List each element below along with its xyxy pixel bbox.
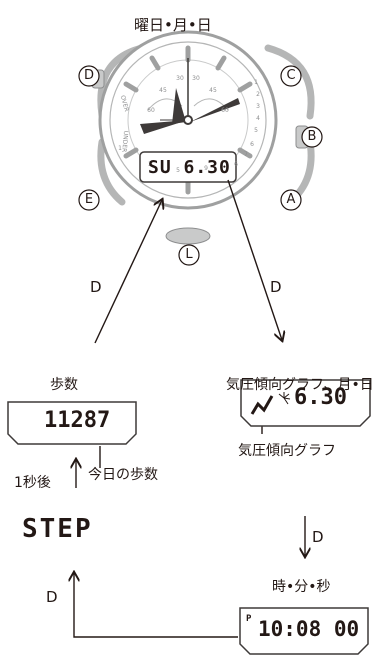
baro-screen-frame xyxy=(240,379,371,427)
bumper-bottom-left xyxy=(97,138,126,206)
button-l-label: L xyxy=(185,247,193,262)
bezel-number: 9 xyxy=(204,165,208,172)
bezel-number: 2 xyxy=(256,91,260,98)
time-screen-frame xyxy=(239,607,369,655)
hour-hand xyxy=(172,88,186,124)
step-screen-title: 歩数 xyxy=(50,377,78,393)
bezel-number: 4 xyxy=(256,115,260,122)
step-delay-label: 1秒後 xyxy=(14,475,51,491)
arrow-left-label: D xyxy=(90,278,102,296)
sub-hand-left xyxy=(140,120,188,134)
button-e-label: E xyxy=(84,192,94,207)
flow-arrows xyxy=(74,179,305,638)
arrow-time-to-step xyxy=(74,573,238,638)
bezel-number: 5 xyxy=(254,127,258,134)
step-screen-frame xyxy=(7,401,137,445)
baro-screen-callout: 気圧傾向グラフ xyxy=(238,443,336,459)
button-a-label: A xyxy=(286,192,296,207)
step-screen-callout: 今日の歩数 xyxy=(88,467,158,483)
step-screen-value: 11287 xyxy=(44,408,111,433)
arrow-down-label: D xyxy=(312,528,324,546)
bezel-number: 1 xyxy=(118,145,122,152)
watch-illustration xyxy=(91,30,315,245)
bezel-number: 30 xyxy=(192,75,200,82)
bezel-number: 6 xyxy=(250,141,254,148)
bezel-number: 3 xyxy=(256,103,260,110)
bezel-number: 7 xyxy=(244,151,248,158)
button-l-shape xyxy=(165,227,211,245)
bezel-number: 45 xyxy=(159,87,167,94)
bumper-top-right xyxy=(264,44,315,120)
arrow-from-watch xyxy=(227,179,282,340)
time-screen-pm: P xyxy=(246,614,252,624)
step-text-display: STEP xyxy=(22,514,93,544)
watch-lcd xyxy=(139,151,237,183)
button-b-label: B xyxy=(307,129,317,144)
bezel-number: 5 xyxy=(176,167,180,174)
bezel-number: 30 xyxy=(176,75,184,82)
arrow-to-watch xyxy=(94,200,162,344)
bezel-number: 60 xyxy=(221,107,229,114)
minute-hand xyxy=(190,98,240,122)
baro-graph-icon xyxy=(250,395,274,415)
button-d-label: D xyxy=(83,68,94,83)
bezel-number: 60 xyxy=(147,107,155,114)
watch-lcd-text: SU 6.30 xyxy=(148,157,231,178)
baro-screen-date: 6.30 xyxy=(294,385,347,410)
baro-screen-title: 気圧傾向グラフ、月•日 xyxy=(226,377,374,393)
arrow-right-label: D xyxy=(270,278,282,296)
arrow-bottom-left-label: D xyxy=(46,588,58,606)
time-screen-time: 10:08 00 xyxy=(258,617,360,641)
baro-graph-burst xyxy=(278,392,291,405)
button-c-label: C xyxy=(286,68,296,83)
bezel-number: 1 xyxy=(254,79,258,86)
button-circles xyxy=(78,65,323,266)
page-title: 曜日•月•日 xyxy=(134,16,212,34)
bezel-number: 3 xyxy=(148,161,152,168)
time-screen-title: 時•分•秒 xyxy=(272,579,331,595)
hands-pin xyxy=(183,115,193,125)
bezel-number: 6 xyxy=(234,161,238,168)
bezel-number: 45 xyxy=(209,87,217,94)
